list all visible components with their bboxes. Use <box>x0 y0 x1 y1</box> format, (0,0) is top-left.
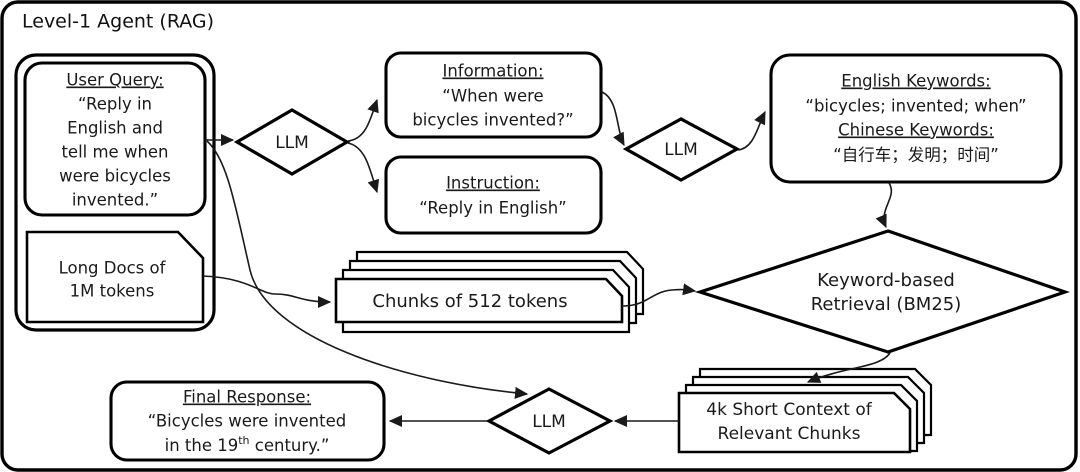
llm-diamond-2[interactable] <box>622 117 741 182</box>
llm-diamond-3[interactable] <box>485 387 614 455</box>
user-query-line-3: tell me when <box>61 143 168 162</box>
chinese-keywords-value: “自行车；发明；时间” <box>833 146 999 165</box>
final-response-line-2-post: century.” <box>250 436 330 455</box>
final-response-line-1: “Bicycles were invented <box>148 412 346 431</box>
llm-diamond-2-label: LLM <box>664 140 698 160</box>
edge-keywords-to-retrieval <box>875 182 893 229</box>
short-context-line-1: 4k Short Context of <box>706 400 872 420</box>
llm-diamond-3-label: LLM <box>532 412 566 432</box>
page-title: Level-1 Agent (RAG) <box>22 11 214 33</box>
final-response-line-2-superscript: th <box>238 434 249 447</box>
edge-information-to-llm2 <box>601 91 625 147</box>
short-context-line-2: Relevant Chunks <box>718 424 861 444</box>
edge-llm1-to-instruction <box>347 142 380 194</box>
final-response-box[interactable] <box>109 380 386 462</box>
information-line-2: bicycles invented?” <box>412 111 573 130</box>
user-query-heading: User Query: <box>66 71 163 90</box>
instruction-heading: Instruction: <box>446 174 540 193</box>
long-docs-line-1: Long Docs of <box>59 259 167 278</box>
final-response-line-2-pre: in the 19 <box>165 436 239 455</box>
edge-chunks-to-retrieval <box>621 283 697 307</box>
edge-longdocs-to-chunks <box>202 275 332 308</box>
information-box[interactable] <box>384 51 603 139</box>
long-docs-line-2: 1M tokens <box>70 282 155 301</box>
chunks-label: Chunks of 512 tokens <box>372 291 567 312</box>
user-query-line-4: were bicycles <box>59 167 171 186</box>
long-docs-shape[interactable] <box>25 230 205 324</box>
short-context-stack-front[interactable] <box>677 391 912 454</box>
retrieval-line-1: Keyword-based <box>817 270 955 291</box>
information-line-1: “When were <box>442 87 543 106</box>
instruction-line-1: “Reply in English” <box>419 199 566 218</box>
user-query-line-2: English and <box>67 119 163 138</box>
instruction-box[interactable] <box>384 155 603 235</box>
llm-diamond-1[interactable] <box>233 108 351 176</box>
user-query-line-5: invented.” <box>72 191 158 210</box>
edge-llm1-to-information <box>347 98 379 142</box>
edge-userquery-to-llm3 <box>206 140 529 399</box>
edge-retrieval-to-shortcontext <box>806 352 891 383</box>
english-keywords-value: “bicycles; invented; when” <box>805 97 1026 116</box>
user-query-box[interactable] <box>23 61 207 217</box>
edge-llm2-to-keywords <box>737 110 766 151</box>
retrieval-diamond[interactable] <box>694 229 1070 354</box>
final-response-line-2: in the 19th century.” <box>165 434 330 455</box>
final-response-heading: Final Response: <box>183 388 311 407</box>
retrieval-line-2: Retrieval (BM25) <box>811 294 962 315</box>
keywords-box[interactable] <box>769 53 1063 184</box>
user-query-line-1: “Reply in <box>78 95 152 114</box>
information-heading: Information: <box>442 62 543 81</box>
english-keywords-heading: English Keywords: <box>841 72 990 91</box>
llm-diamond-1-label: LLM <box>275 133 309 153</box>
chinese-keywords-heading: Chinese Keywords: <box>838 121 994 140</box>
chunks-stack-front[interactable] <box>334 277 624 324</box>
